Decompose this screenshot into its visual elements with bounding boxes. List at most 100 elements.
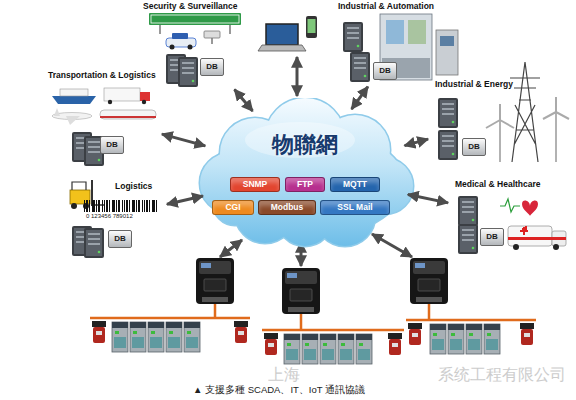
automation-scene [440,36,454,46]
link-arrow [167,196,203,204]
field-network [410,258,448,304]
transport-scene [54,108,60,116]
link-arrow [352,87,368,109]
automation-scene [343,14,458,82]
database-icon: DB [480,228,504,246]
protocol-name: Modbus [259,201,315,214]
laptop-phone [266,24,298,45]
automation-scene [436,30,458,75]
protocol-name: CGI [213,201,253,214]
protocol-name: MQTT [331,178,379,191]
transport-scene [108,100,112,104]
field-network [166,322,182,352]
database-icon: DB [100,136,124,154]
sector-group: Industrial & EnergyDB [430,76,572,162]
database-icon: DB [462,138,486,156]
laptop-phone [296,57,299,96]
field-network [284,334,300,364]
medical-scene [513,244,519,250]
field-network [372,234,412,257]
sector-heading: Industrial & Automation [338,1,434,11]
watermark: 系统工程有限公司 [438,367,566,383]
protocol-name: FTP [286,178,324,191]
laptop-phone [258,45,306,51]
medical-scene [520,226,528,235]
energy-scene [543,97,569,119]
cloud-outline [195,98,415,248]
field-network [430,324,446,354]
sector-group: Medical & HealthcareDB [450,176,572,256]
automation-scene [343,22,363,52]
energy-scene [438,62,569,162]
laptop-phone [306,16,317,38]
protocol-pill: CGI [212,200,254,215]
db-label: DB [374,63,396,79]
field-network [282,268,320,314]
protocol-name: SSL Mail [321,201,389,214]
database-icon: DB [200,58,224,76]
cloud-fill [277,190,333,246]
field-network [264,333,278,355]
cloud-fill [200,98,413,246]
field-network [302,334,318,364]
field-network [196,258,234,304]
medical-scene [458,196,478,226]
energy-scene [499,120,501,162]
security-scene [229,25,231,34]
medical-scene [500,199,520,212]
sector-group: Transportation & LogisticsDB [45,68,160,168]
db-label: DB [101,137,123,153]
cloud-hub: 物聯網 SNMP FTP MQTT CGI Modbus SSL Mail [195,98,415,248]
energy-scene [438,98,458,128]
cloud-outline [200,98,413,246]
energy-scene [486,104,514,128]
database-icon: DB [373,62,397,80]
transport-scene [142,100,146,104]
sector-heading: Logistics [115,181,152,191]
transport-scene [100,110,156,119]
field-network [320,334,336,364]
transport-scene [66,116,80,125]
field-network [234,321,248,343]
caption: ▲ 支援多種 SCADA、IT、IoT 通訊協議 [193,385,365,395]
field-network [90,234,536,364]
energy-scene [510,62,540,162]
laptop-phone [258,16,317,96]
field-network [112,322,128,352]
field-network [148,322,164,352]
field-network [520,323,534,345]
protocol-pill: SSL Mail [320,200,390,215]
field-network [92,321,106,343]
sector-heading: Industrial & Energy [435,79,513,89]
field-network [448,324,464,354]
security-scene [149,13,241,25]
protocol-pill: FTP [285,177,325,192]
sector-heading: Medical & Healthcare [455,179,541,189]
medical-scene [508,237,566,240]
logistics-scene [70,180,158,258]
field-network [220,240,242,257]
security-scene [172,33,188,39]
cloud-title: 物聯網 [195,132,415,158]
security-scene [159,25,161,34]
security-scene [211,38,213,44]
logistics-scene [71,203,77,209]
security-scene [178,57,198,87]
security-scene [149,13,241,87]
energy-scene [555,112,557,162]
medical-scene [522,200,538,216]
link-arrow [408,194,448,202]
field-network [356,334,372,364]
db-label: DB [481,229,503,245]
barcode-number: 0 123456 789012 [86,213,133,219]
field-network [130,322,146,352]
db-label: DB [201,59,223,75]
laptop-phone [308,19,316,33]
protocol-name: SNMP [231,178,279,191]
security-scene [204,31,220,38]
link-arrow [234,90,252,111]
transport-scene [104,88,140,101]
sector-group: Security & SurveillanceDB [140,0,252,88]
medical-scene [458,196,566,254]
